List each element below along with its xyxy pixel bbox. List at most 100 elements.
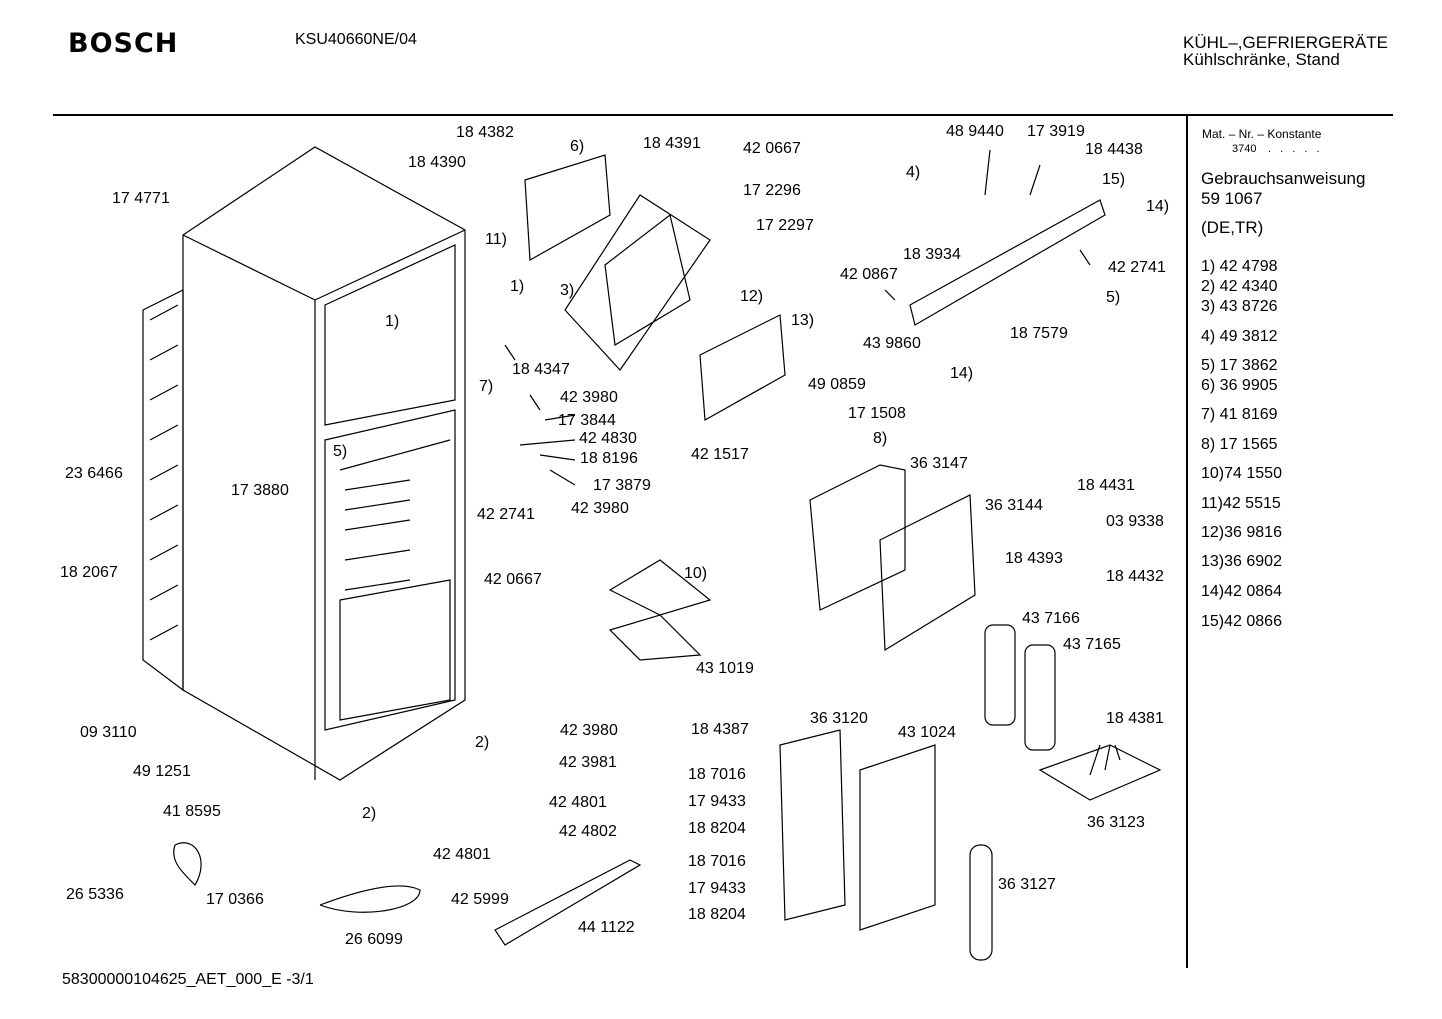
legend-item: 1) 42 4798 [1201, 258, 1278, 275]
part-label: 23 6466 [65, 465, 123, 482]
part-label: 1) [510, 278, 525, 295]
part-label: 42 0667 [743, 140, 801, 157]
part-label: 36 3120 [810, 710, 868, 727]
part-label: 18 7016 [688, 766, 746, 783]
bottle-guard-43-7165 [1024, 644, 1056, 751]
part-label: 18 4391 [643, 135, 701, 152]
document-code: 58300000104625_AET_000_E -3/1 [62, 971, 314, 988]
part-label: 18 4432 [1106, 568, 1164, 585]
part-label: 13) [791, 312, 815, 329]
part-label: 14) [1146, 198, 1170, 215]
part-label: 43 1019 [696, 660, 754, 677]
condenser-coil [142, 289, 184, 692]
part-label: 36 3144 [985, 497, 1043, 514]
part-label: 17 1508 [848, 405, 906, 422]
part-label: 17 3919 [1027, 123, 1085, 140]
part-label: 09 3110 [80, 724, 137, 741]
panel-36-3144 [879, 494, 976, 652]
part-label: 43 9860 [863, 335, 921, 352]
part-label: 41 8595 [163, 803, 221, 820]
material-number: 3740 [1232, 143, 1257, 155]
part-label: 17 3880 [231, 482, 289, 499]
door-liner-36-3120 [779, 729, 846, 921]
part-label: 7) [479, 378, 494, 395]
part-label: 1) [385, 313, 400, 330]
part-label: 18 4382 [456, 124, 514, 141]
legend-item: 15)42 0866 [1201, 613, 1282, 630]
part-label: 18 8204 [688, 906, 746, 923]
legend-item: 4) 49 3812 [1201, 328, 1278, 345]
fridge-cabinet [182, 146, 466, 781]
bottle-guard-43-7166 [984, 624, 1016, 726]
legend-item: 14)42 0864 [1201, 583, 1282, 600]
part-label: 8) [873, 430, 888, 447]
part-label: 18 7579 [1010, 325, 1068, 342]
legend-item: 6) 36 9905 [1201, 377, 1278, 394]
part-label: 36 3123 [1087, 814, 1145, 831]
bracket-43-1019 [608, 614, 702, 661]
part-label: 18 8196 [580, 450, 638, 467]
part-label: 36 3147 [910, 455, 968, 472]
part-label: 18 8204 [688, 820, 746, 837]
material-number-label: Mat. – Nr. – Konstante [1202, 127, 1322, 141]
header-divider [53, 114, 1393, 116]
part-label: 36 3127 [998, 876, 1056, 893]
legend-item: 12)36 9816 [1201, 524, 1282, 541]
part-label: 42 2741 [477, 506, 535, 523]
manual-languages: (DE,TR) [1201, 218, 1264, 237]
part-label: 17 3879 [593, 477, 651, 494]
part-label: 42 3980 [560, 722, 618, 739]
part-label: 42 4830 [579, 430, 637, 447]
part-label: 3) [560, 282, 575, 299]
legend-item: 5) 17 3862 [1201, 357, 1278, 374]
part-label: 17 2296 [743, 182, 801, 199]
part-label: 26 6099 [345, 931, 403, 948]
part-label: 48 9440 [946, 123, 1004, 140]
part-label: 18 4387 [691, 721, 749, 738]
part-label: 42 0667 [484, 571, 542, 588]
evaporator [564, 194, 711, 371]
part-label: 42 3980 [560, 389, 618, 406]
shelf-36-3123 [1038, 744, 1162, 801]
door-liner-43-1024 [859, 744, 936, 931]
control-panel [909, 199, 1106, 326]
part-label: 18 4381 [1106, 710, 1164, 727]
part-label: 42 4801 [433, 846, 491, 863]
legend-item: 2) 42 4340 [1201, 278, 1278, 295]
part-label: 18 4438 [1085, 141, 1143, 158]
part-label: 18 4431 [1077, 477, 1135, 494]
brand-logo: BOSCH [68, 28, 179, 59]
model-number: KSU40660NE/04 [295, 31, 417, 48]
part-label: 17 9433 [688, 880, 746, 897]
part-label: 42 3980 [571, 500, 629, 517]
part-label: 43 7165 [1063, 636, 1121, 653]
part-label: 42 4802 [559, 823, 617, 840]
part-label: 2) [475, 734, 490, 751]
legend-item: 11)42 5515 [1201, 495, 1281, 512]
part-label: 18 2067 [60, 564, 118, 581]
manual-number: 59 1067 [1201, 189, 1263, 208]
legend-item: 8) 17 1565 [1201, 436, 1278, 453]
part-label: 17 3844 [558, 412, 616, 429]
part-label: 03 9338 [1106, 513, 1164, 530]
part-label: 42 5999 [451, 891, 509, 908]
part-label: 18 4390 [408, 154, 466, 171]
part-label: 14) [950, 365, 974, 382]
part-label: 2) [362, 805, 377, 822]
part-label: 15) [1102, 171, 1126, 188]
part-label: 42 1517 [691, 446, 749, 463]
legend-item: 10)74 1550 [1201, 465, 1282, 482]
part-label: 42 3981 [559, 754, 617, 771]
sidebar-divider [1186, 116, 1188, 968]
part-label: 5) [1106, 289, 1121, 306]
legend-item: 13)36 6902 [1201, 553, 1282, 570]
legend-item: 7) 41 8169 [1201, 406, 1278, 423]
tray-44-1122 [494, 859, 642, 946]
part-label: 42 4801 [549, 794, 607, 811]
trim-36-3127 [969, 844, 993, 961]
part-label: 17 4771 [112, 190, 170, 207]
part-label: 4) [906, 164, 921, 181]
part-label: 49 0859 [808, 376, 866, 393]
part-label: 26 5336 [66, 886, 124, 903]
